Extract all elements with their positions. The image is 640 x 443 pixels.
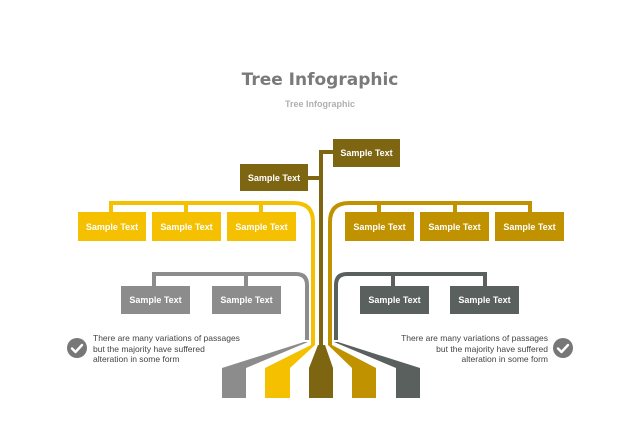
gold-branch	[328, 201, 532, 345]
node-yellow-1: Sample Text	[78, 212, 146, 241]
node-slate-1: Sample Text	[360, 286, 429, 314]
root-gold	[328, 345, 376, 368]
root-gray	[222, 342, 308, 368]
node-yellow-2: Sample Text	[152, 212, 221, 241]
node-top-right: Sample Text	[333, 139, 400, 167]
page-subtitle: Tree Infographic	[284, 99, 355, 109]
yellow-branch	[109, 201, 315, 345]
page-title: Tree Infographic	[241, 70, 399, 90]
slate-branch-line	[334, 272, 487, 340]
node-top-left: Sample Text	[240, 164, 308, 191]
node-gray-2: Sample Text	[212, 286, 281, 314]
note-left: There are many variations of passages bu…	[93, 333, 240, 364]
check-circle-icon	[553, 338, 573, 358]
gray-branch	[152, 272, 309, 340]
note-right: There are many variations of passages bu…	[401, 333, 548, 364]
olive-trunk-line	[319, 150, 333, 345]
gold-branch-line	[328, 201, 532, 345]
slate-branch	[334, 272, 487, 340]
bar-yellow	[265, 368, 290, 398]
root-yellow	[265, 345, 315, 368]
yellow-branch-line	[109, 201, 315, 345]
bar-slate	[396, 368, 420, 398]
node-gold-1: Sample Text	[345, 212, 414, 241]
root-olive	[309, 345, 333, 368]
bar-gray	[222, 368, 246, 398]
check-circle-icon	[67, 338, 87, 358]
bar-gold	[352, 368, 376, 398]
olive-trunk	[308, 150, 333, 345]
node-slate-2: Sample Text	[450, 286, 519, 314]
root-slate	[334, 342, 420, 368]
gray-branch-line	[152, 272, 309, 340]
node-gold-3: Sample Text	[495, 212, 564, 241]
bar-olive	[309, 368, 333, 398]
node-yellow-3: Sample Text	[227, 212, 296, 241]
node-gray-1: Sample Text	[121, 286, 190, 314]
node-gold-2: Sample Text	[420, 212, 489, 241]
